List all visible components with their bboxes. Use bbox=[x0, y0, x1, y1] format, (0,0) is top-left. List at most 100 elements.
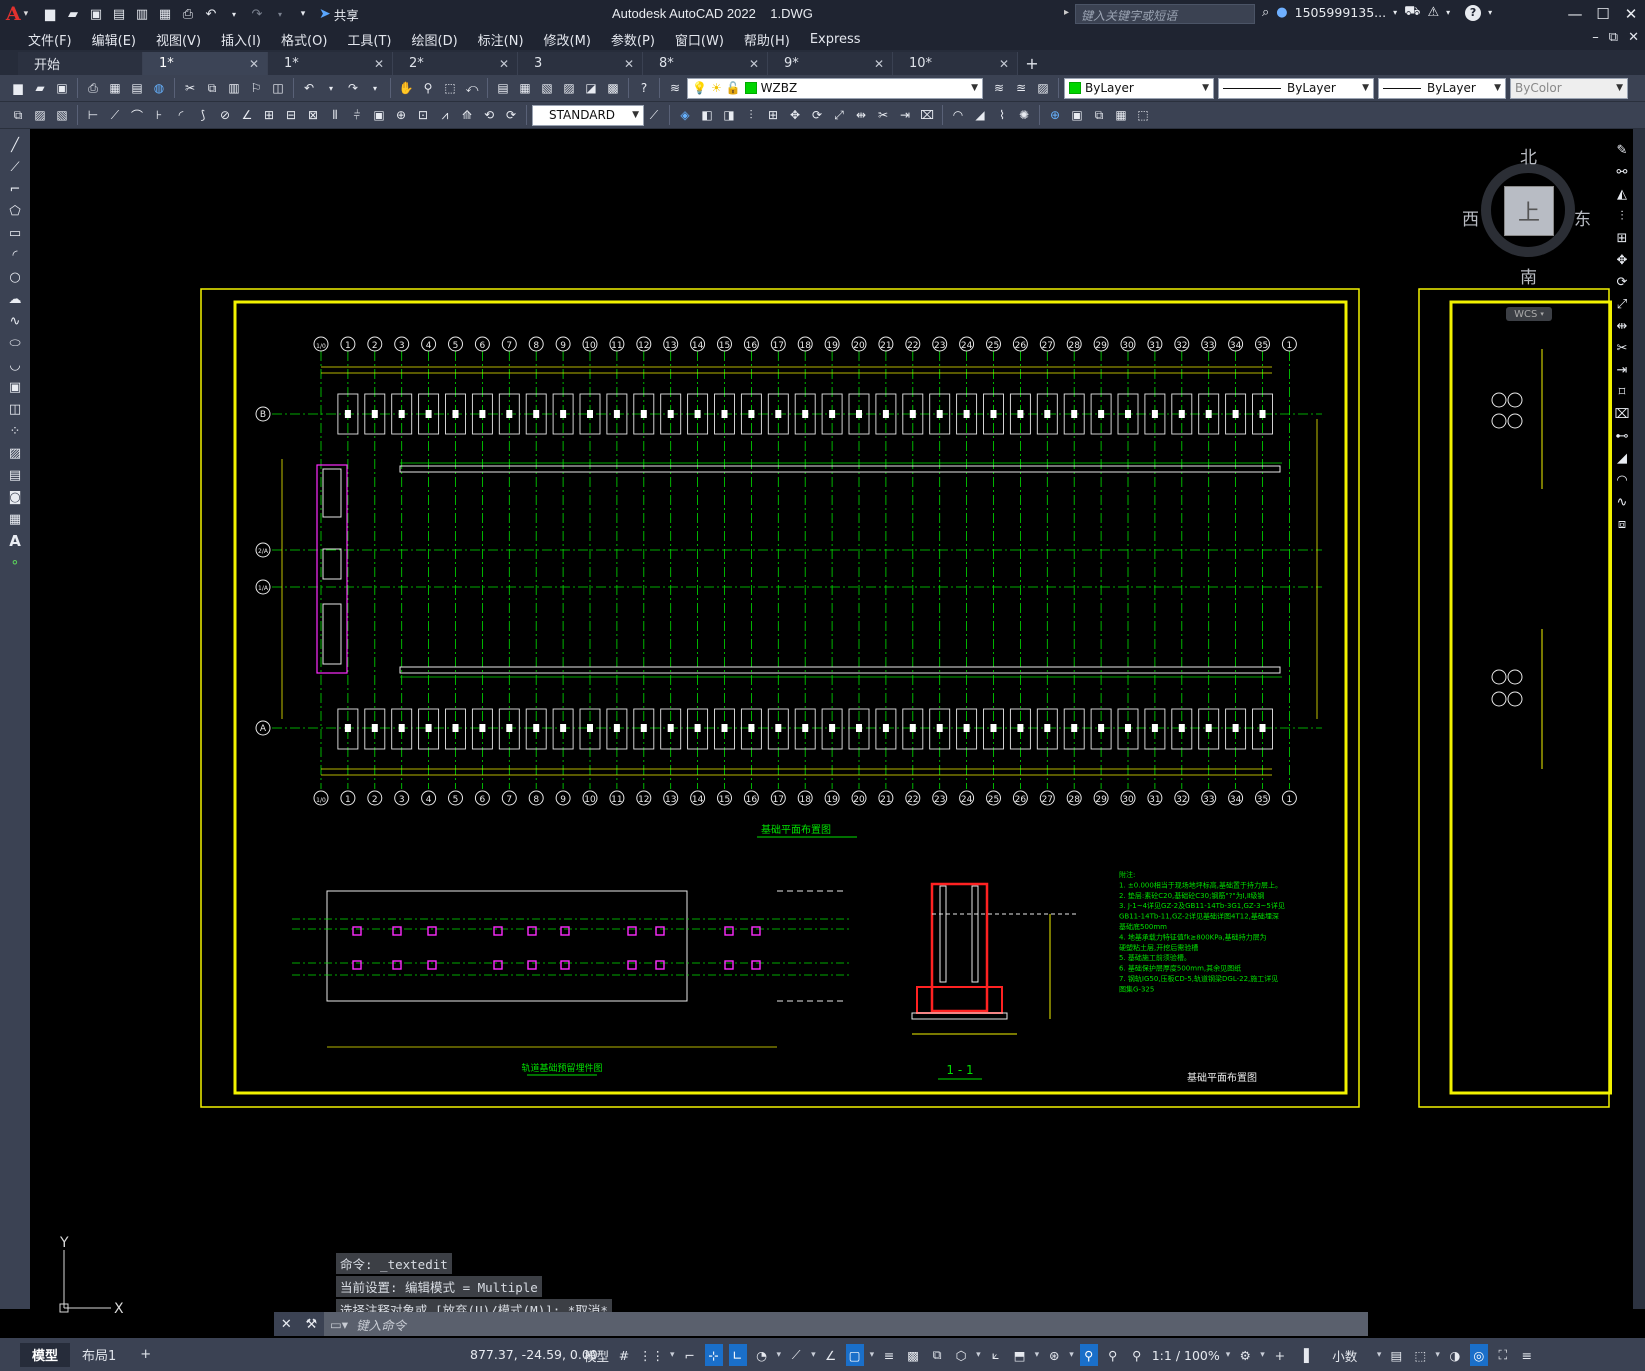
dim-radius-icon[interactable]: ◜ bbox=[178, 108, 184, 122]
3d-osnap-icon[interactable]: ⬡ bbox=[955, 1347, 967, 1363]
table-icon[interactable]: ▦ bbox=[1115, 108, 1127, 122]
units-dropdown-icon[interactable]: ▾ bbox=[1376, 1350, 1382, 1360]
compass-east[interactable]: 东 bbox=[1574, 210, 1591, 230]
dim-text-edit-icon[interactable]: ⟲ bbox=[483, 108, 495, 122]
gradient-icon[interactable]: ▤ bbox=[8, 467, 22, 483]
annotation-visibility-icon[interactable]: ⚲ bbox=[1079, 1344, 1098, 1366]
search-icon[interactable]: ⌕ bbox=[1262, 5, 1270, 20]
redo-icon[interactable]: ↷ bbox=[251, 6, 263, 22]
search-input[interactable]: 键入关键字或短语 bbox=[1075, 4, 1255, 24]
menu-item-12[interactable]: Express bbox=[809, 31, 861, 47]
scale-icon[interactable]: ⤢ bbox=[1616, 296, 1628, 312]
tolerance-icon[interactable]: ▣ bbox=[373, 108, 385, 122]
modify-extend-icon[interactable]: ⇥ bbox=[899, 108, 911, 122]
new-file-icon[interactable]: ▆ bbox=[45, 6, 55, 22]
arc-icon[interactable]: ◜ bbox=[12, 247, 18, 263]
lock-dropdown-icon[interactable]: ▾ bbox=[1435, 1350, 1440, 1360]
user-name[interactable]: 1505999135... bbox=[1294, 5, 1387, 20]
layer-previous-icon[interactable]: ≊ bbox=[1015, 81, 1027, 95]
menu-item-3[interactable]: 插入(I) bbox=[221, 33, 262, 49]
menu-item-1[interactable]: 编辑(E) bbox=[91, 33, 136, 49]
inspect-icon[interactable]: ⊡ bbox=[417, 108, 429, 122]
preview-icon[interactable]: ▦ bbox=[109, 81, 121, 95]
clean-screen-icon[interactable]: ⛶ bbox=[1498, 1347, 1508, 1362]
erase-icon[interactable]: ✎ bbox=[1616, 142, 1628, 158]
dimstyle-manager-icon[interactable]: ⟋ bbox=[649, 107, 659, 122]
modify-trim-icon[interactable]: ✂ bbox=[877, 108, 889, 122]
menu-item-4[interactable]: 格式(O) bbox=[281, 33, 328, 49]
polygon-icon[interactable]: ⬠ bbox=[9, 203, 21, 219]
menu-item-6[interactable]: 绘图(D) bbox=[411, 33, 458, 49]
ellipse-arc-icon[interactable]: ◡ bbox=[9, 357, 21, 373]
rotate-icon[interactable]: ⟳ bbox=[1616, 274, 1628, 290]
ortho-icon[interactable]: ∟ bbox=[728, 1344, 747, 1366]
print-icon[interactable]: ⎙ bbox=[88, 80, 98, 95]
grid-icon[interactable]: # bbox=[618, 1347, 630, 1363]
zoom-previous-icon[interactable]: ⤺ bbox=[465, 80, 479, 95]
tab-model[interactable]: 模型 bbox=[20, 1342, 71, 1367]
user-icon[interactable]: ● bbox=[1276, 5, 1288, 20]
quick-properties-icon[interactable]: ▤ bbox=[1390, 1347, 1403, 1363]
modify-rotate-icon[interactable]: ⟳ bbox=[811, 108, 823, 122]
app-menu-button[interactable]: A▾ bbox=[5, 3, 29, 25]
close-tab-icon[interactable]: ✕ bbox=[373, 56, 384, 71]
modify-mirror-icon[interactable]: ◨ bbox=[723, 108, 735, 122]
undo-dropdown-icon[interactable]: ▾ bbox=[231, 9, 236, 19]
tool-palettes-icon[interactable]: ▧ bbox=[541, 81, 553, 95]
lineweight-dropdown[interactable]: ByLayer ▼ bbox=[1378, 77, 1506, 99]
dim-update-icon[interactable]: ⟳ bbox=[505, 108, 517, 122]
add-selected-icon[interactable]: ⚬ bbox=[9, 555, 21, 571]
gizmo-dropdown-icon[interactable]: ▾ bbox=[1069, 1350, 1074, 1360]
scale-dropdown-icon[interactable]: ▾ bbox=[1225, 1350, 1231, 1360]
user-dropdown-icon[interactable]: ▾ bbox=[1393, 8, 1398, 17]
modify-stretch-icon[interactable]: ⇹ bbox=[855, 108, 867, 122]
explode-icon[interactable]: ✺ bbox=[1018, 108, 1030, 122]
close-tab-icon[interactable]: ✕ bbox=[873, 56, 884, 71]
compass-south[interactable]: 南 bbox=[1520, 268, 1537, 288]
dim-arc-icon[interactable]: ⌒ bbox=[130, 108, 143, 123]
quick-dim-icon[interactable]: ⊞ bbox=[263, 108, 275, 122]
polar-dropdown-icon[interactable]: ▾ bbox=[776, 1350, 782, 1360]
tab-0[interactable]: 开始 bbox=[18, 52, 143, 75]
break-at-point-icon[interactable]: ⌑ bbox=[1618, 384, 1626, 400]
doc-minimize-button[interactable]: – bbox=[1592, 30, 1599, 45]
cart-icon[interactable]: ⛟ bbox=[1404, 4, 1421, 19]
xref-icon[interactable]: ⬚ bbox=[1137, 108, 1149, 122]
coordinates-readout[interactable]: 877.37, -24.59, 0.00 bbox=[470, 1347, 598, 1362]
menu-item-7[interactable]: 标注(N) bbox=[477, 33, 524, 49]
make-block-icon[interactable]: ◫ bbox=[8, 401, 22, 417]
modify-erase-icon[interactable]: ◈ bbox=[680, 108, 690, 122]
extend-icon[interactable]: ⇥ bbox=[1616, 362, 1628, 378]
new-tab-button[interactable]: + bbox=[1025, 54, 1039, 73]
ellipse-icon[interactable]: ⬭ bbox=[9, 335, 21, 351]
line-icon[interactable]: ╱ bbox=[11, 137, 19, 153]
region-icon[interactable]: ◙ bbox=[8, 489, 22, 505]
polar-icon[interactable]: ◔ bbox=[756, 1347, 767, 1363]
tab-4[interactable]: 3✕ bbox=[518, 52, 643, 75]
dynamic-ucs-icon[interactable]: ⟀ bbox=[991, 1347, 1000, 1362]
model-space-toggle[interactable]: 模型 bbox=[584, 1348, 610, 1364]
workspace-dropdown-icon[interactable]: ▾ bbox=[1260, 1350, 1265, 1360]
redo-list-icon[interactable]: ▾ bbox=[372, 83, 377, 93]
isodraft-icon[interactable]: ⟋ bbox=[791, 1347, 801, 1362]
dim-jogged-icon[interactable]: ⟆ bbox=[200, 108, 206, 122]
zoom-window-icon[interactable]: ⬚ bbox=[444, 81, 456, 95]
make-current-layer-icon[interactable]: ≋ bbox=[993, 81, 1005, 95]
table-icon[interactable]: ▦ bbox=[8, 511, 22, 527]
bring-front-icon[interactable]: ▨ bbox=[34, 108, 46, 122]
dim-break-icon[interactable]: ⫩ bbox=[353, 107, 361, 122]
save-icon[interactable]: ▣ bbox=[89, 6, 103, 22]
break-icon[interactable]: ⌧ bbox=[1614, 406, 1630, 422]
help-dropdown-icon[interactable]: ▾ bbox=[1488, 8, 1493, 17]
compass-ring[interactable] bbox=[1481, 163, 1575, 257]
annotation-scale-value[interactable]: 1:1 / 100% bbox=[1151, 1347, 1220, 1363]
object-snap-icon[interactable]: ▢ bbox=[845, 1344, 864, 1366]
wcs-menu[interactable]: WCS▾ bbox=[1506, 307, 1552, 321]
share-button[interactable]: ➤共享 bbox=[319, 5, 359, 24]
doc-close-button[interactable]: ✕ bbox=[1628, 30, 1639, 45]
array-icon[interactable]: ⊞ bbox=[1616, 230, 1628, 246]
tab-5[interactable]: 8*✕ bbox=[643, 52, 768, 75]
auto-scale-icon[interactable]: ⚲ bbox=[1108, 1347, 1118, 1363]
lineweight-icon[interactable]: ≡ bbox=[883, 1347, 895, 1363]
